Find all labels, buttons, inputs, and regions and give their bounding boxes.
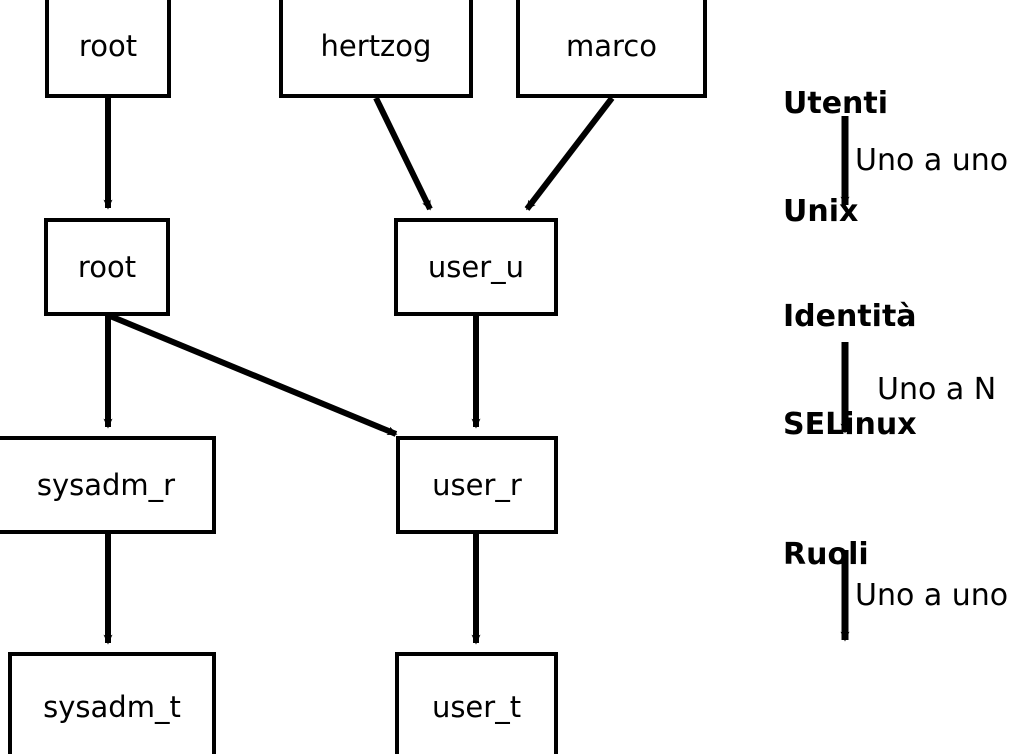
legend-label-ruoli: Ruoli <box>783 465 869 645</box>
legend-relation-unix-to-identity: Uno a uno <box>855 143 1009 178</box>
edge-marco-to-user_u <box>524 96 615 211</box>
legend-relation-identity-to-roles: Uno a N <box>877 372 997 407</box>
node-root-unix[interactable]: root <box>45 0 171 98</box>
legend-label-line1: Utenti <box>783 86 889 121</box>
legend-label-dominio: Dominio <box>783 682 922 754</box>
legend-label-line2: SELinux <box>783 407 917 442</box>
legend-label-utenti-unix: Utenti Unix <box>783 14 888 302</box>
node-label: user_u <box>427 249 525 284</box>
legend-relation-roles-to-domain: Uno a uno <box>855 578 1009 613</box>
edge-hertzog-to-user_u <box>373 96 433 211</box>
node-sysadm-t[interactable]: sysadm_t <box>8 652 216 754</box>
node-label: root <box>78 28 138 63</box>
node-label: root <box>77 249 137 284</box>
node-user-t[interactable]: user_t <box>395 652 558 754</box>
node-sysadm-r[interactable]: sysadm_r <box>0 436 216 534</box>
node-user-r[interactable]: user_r <box>396 436 558 534</box>
edge-root-to-user_r <box>108 313 398 437</box>
node-root-identity[interactable]: root <box>44 218 170 316</box>
legend-label-line1: Ruoli <box>783 537 869 572</box>
node-label: user_t <box>431 689 522 724</box>
node-label: sysadm_t <box>43 689 181 724</box>
legend-label-line2: Unix <box>783 194 859 229</box>
node-marco[interactable]: marco <box>516 0 707 98</box>
node-label: sysadm_r <box>36 467 176 502</box>
node-label: hertzog <box>320 28 432 63</box>
legend-label-identita-selinux: Identità SELinux <box>783 227 917 515</box>
legend-label-line1: Identità <box>783 299 917 334</box>
node-label: user_r <box>432 467 522 502</box>
node-label: marco <box>566 28 657 63</box>
node-hertzog[interactable]: hertzog <box>279 0 473 98</box>
node-user-u[interactable]: user_u <box>394 218 558 316</box>
